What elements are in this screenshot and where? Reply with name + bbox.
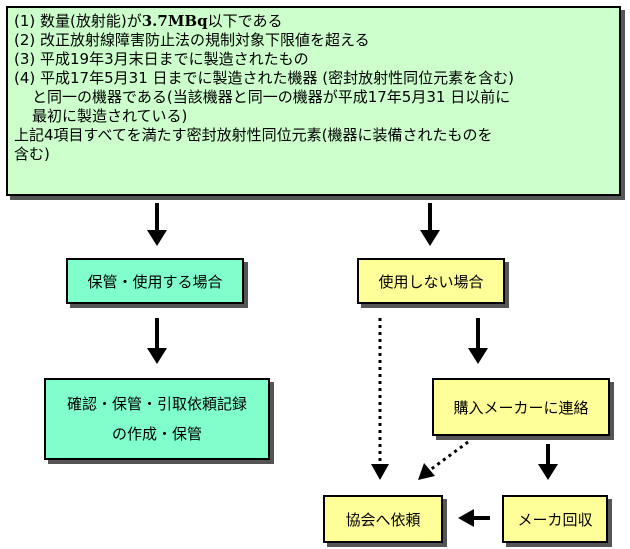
not-use-label: 使用しない場合 bbox=[378, 272, 484, 291]
condition-item-3: (3) 平成19年3月末日までに製造されたもの bbox=[14, 50, 309, 68]
contact-maker-node: 購入メーカーに連絡 bbox=[432, 378, 610, 436]
arrow-conditions-to-not-use bbox=[420, 203, 440, 246]
keep-use-node: 保管・使用する場合 bbox=[66, 258, 244, 304]
conditions-summary-cont: 含む) bbox=[14, 145, 50, 163]
arrow-not-use-to-contact bbox=[468, 318, 488, 364]
records-label-line2: の作成・保管 bbox=[111, 425, 202, 443]
arrow-keep-use-to-records bbox=[147, 318, 167, 364]
association-node: 協会へ依頼 bbox=[323, 495, 443, 543]
arrow-contact-to-maker-collect bbox=[538, 444, 558, 480]
maker-collect-label: メーカ回収 bbox=[517, 510, 593, 529]
maker-collect-node: メーカ回収 bbox=[502, 495, 608, 543]
arrow-conditions-to-keep-use bbox=[147, 203, 167, 246]
not-use-node: 使用しない場合 bbox=[357, 258, 505, 304]
condition-item-4-cont-2: 最初に製造されている) bbox=[32, 107, 188, 125]
condition-item-4-cont-1: と同一の機器である(当該機器と同一の機器が平成17年5月31 日以前に bbox=[32, 88, 511, 106]
dotted-arrow-not-use-to-association bbox=[371, 318, 389, 480]
condition-item-1: (1) 数量(放射能)が3.7MBq以下である bbox=[14, 12, 283, 30]
condition-item-2: (2) 改正放射線障害防止法の規制対象下限値を超える bbox=[14, 31, 370, 49]
association-label: 協会へ依頼 bbox=[345, 510, 421, 529]
conditions-box: (1) 数量(放射能)が3.7MBq以下である (2) 改正放射線障害防止法の規… bbox=[6, 6, 621, 196]
arrow-maker-collect-to-association bbox=[458, 509, 490, 527]
keep-use-label: 保管・使用する場合 bbox=[87, 272, 223, 291]
conditions-summary: 上記4項目すべてを満たす密封放射性同位元素(機器に装備されたものを bbox=[14, 126, 493, 144]
dotted-arrow-contact-to-association bbox=[418, 440, 469, 480]
condition-item-4: (4) 平成17年5月31 日までに製造された機器 (密封放射性同位元素を含む) bbox=[14, 69, 514, 87]
records-node: 確認・保管・引取依頼記録 の作成・保管 bbox=[44, 378, 270, 460]
quantity-value: 3.7MBq bbox=[141, 12, 208, 30]
contact-maker-label: 購入メーカーに連絡 bbox=[453, 398, 589, 417]
records-label-line1: 確認・保管・引取依頼記録 bbox=[66, 395, 247, 413]
